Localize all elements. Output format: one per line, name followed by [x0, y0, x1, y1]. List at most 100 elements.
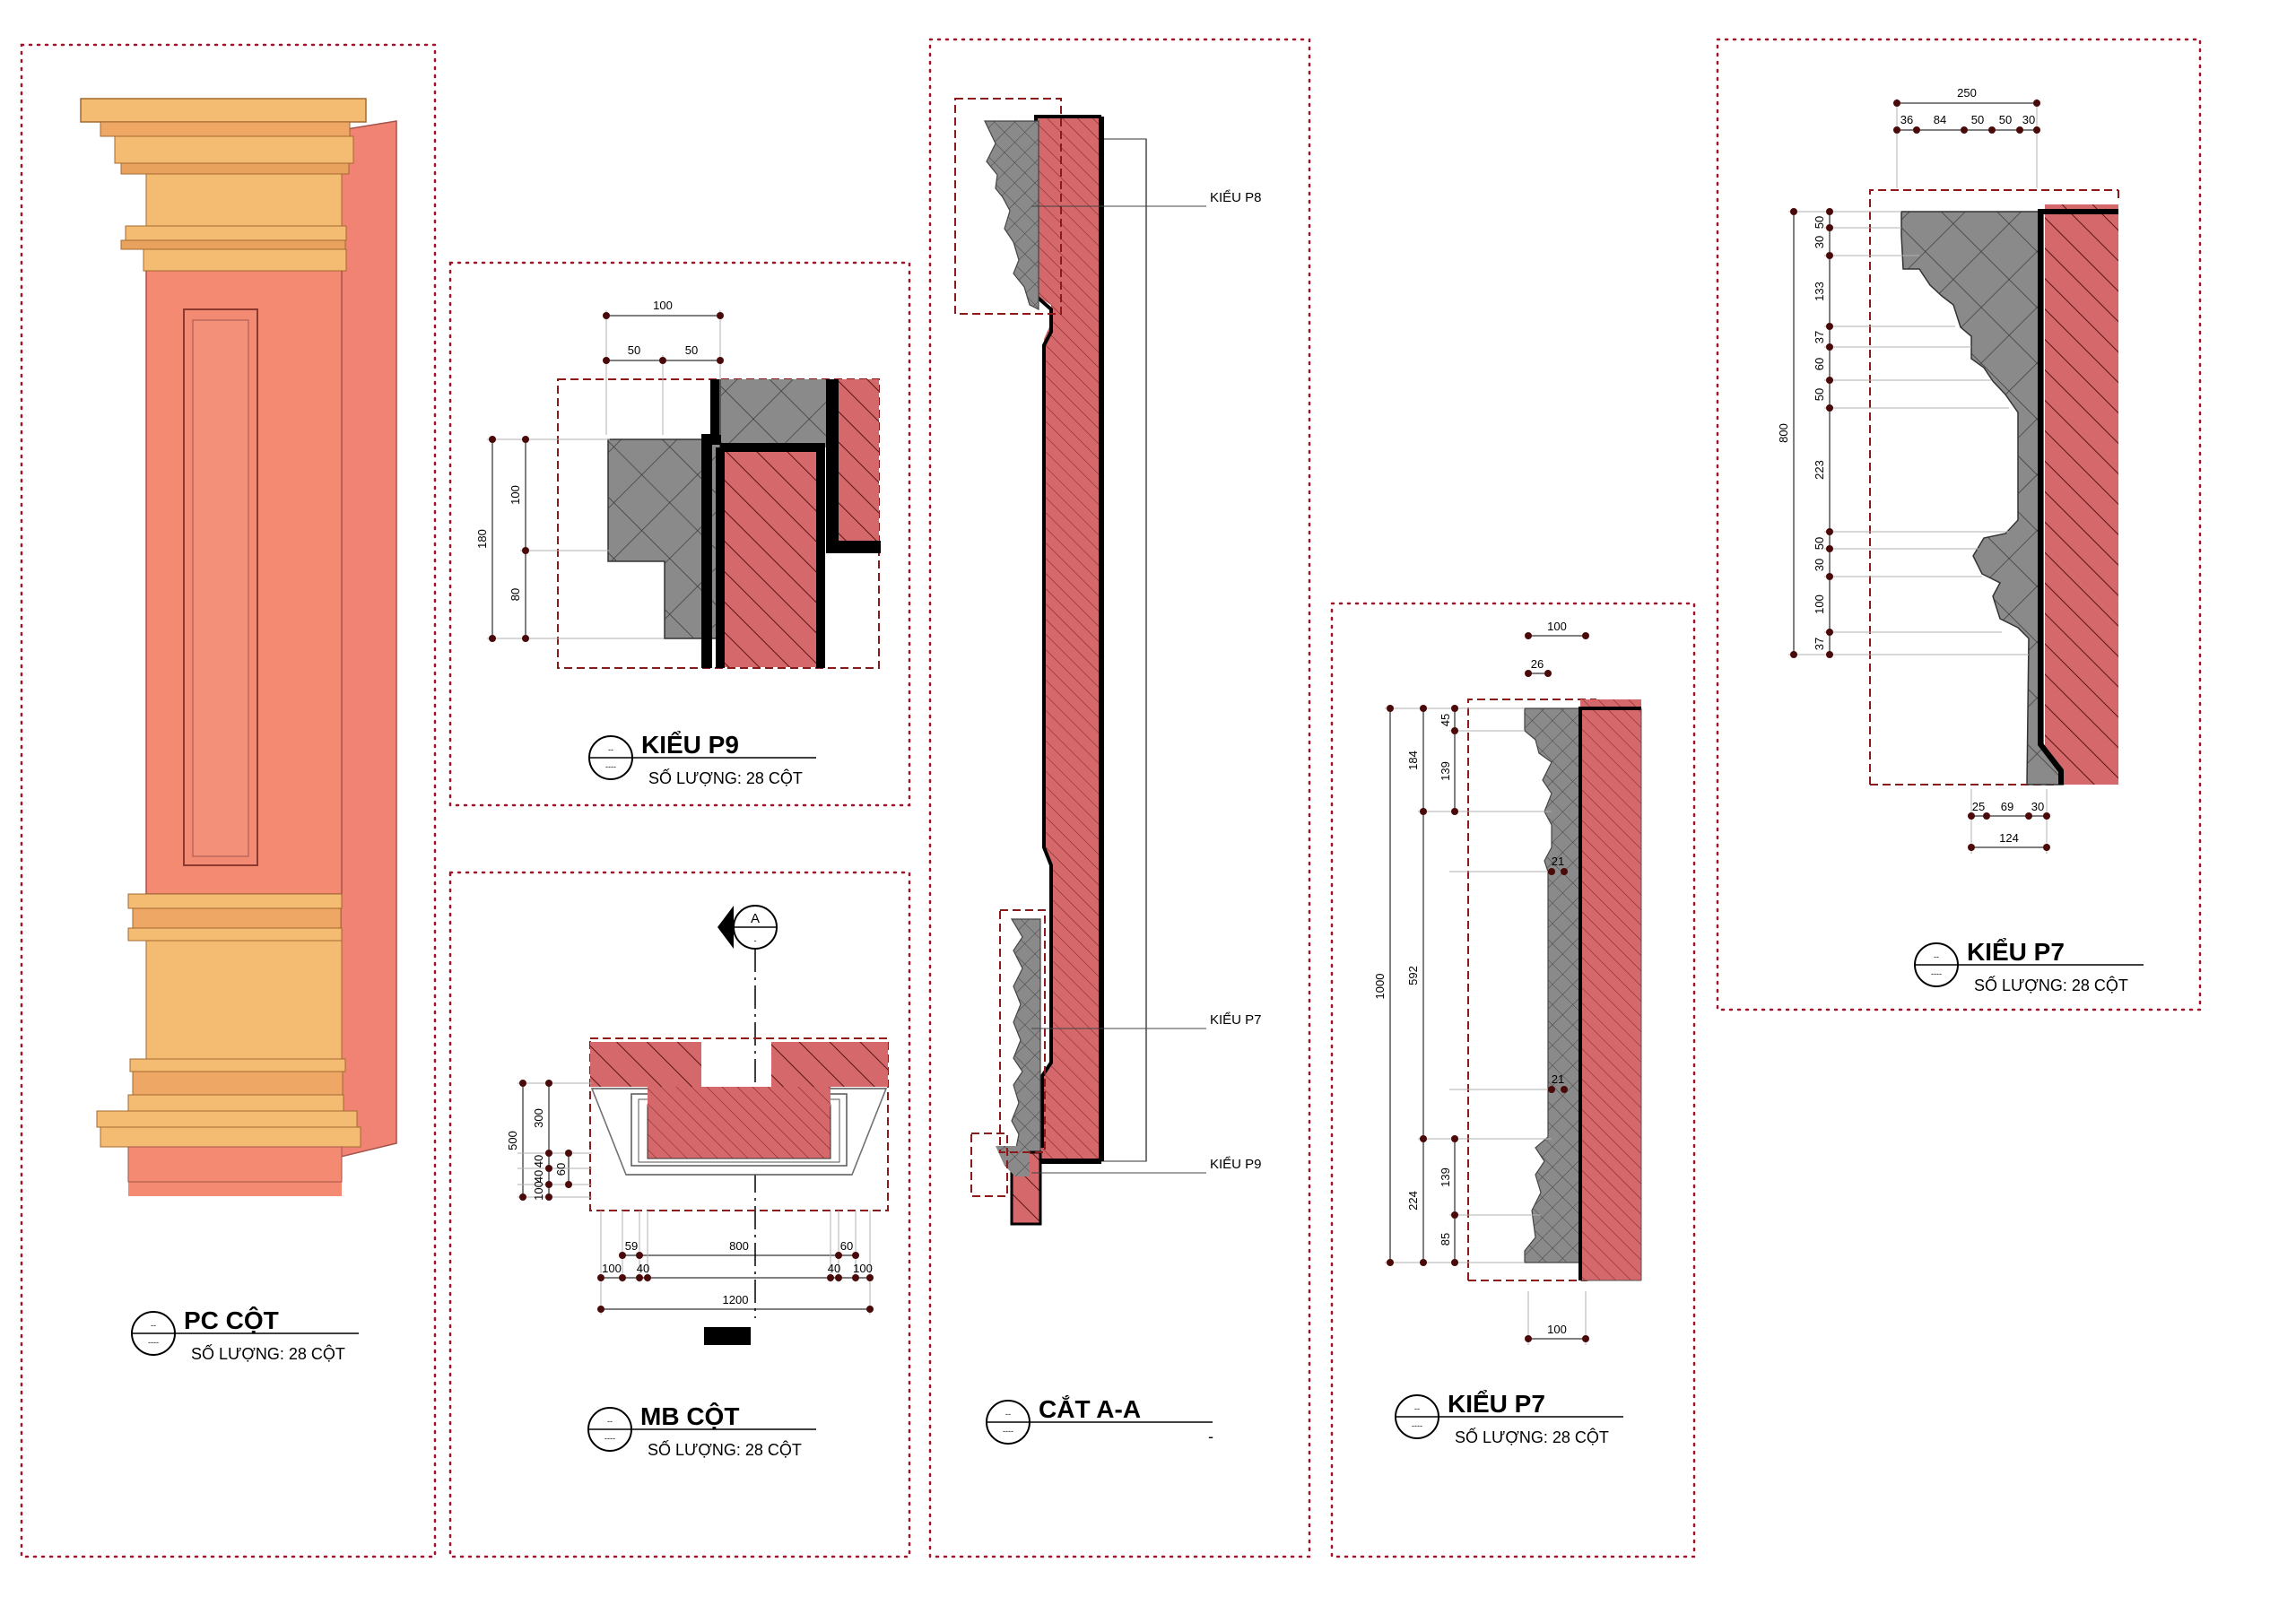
- dim-label: 30: [1813, 236, 1826, 248]
- panel-pc-cot: -- ---- PC CỘT SỐ LƯỢNG: 28 CỘT: [20, 43, 437, 1558]
- view-title: MB CỘT: [640, 1402, 739, 1430]
- dim-label: 139: [1439, 761, 1452, 781]
- dim-label: 100: [532, 1181, 545, 1201]
- dim-label: 60: [1813, 358, 1826, 370]
- dim-label: 45: [1439, 714, 1452, 726]
- panel-mb-cot: A -: [448, 871, 911, 1558]
- p9-dimensions: 100 50 50 180 100 80: [475, 299, 724, 642]
- dim-label: 50: [1999, 113, 2012, 126]
- dim-label: 133: [1813, 282, 1826, 301]
- callout-kieu-p8: KIỂU P8: [1210, 189, 1262, 205]
- view-subtitle: SỐ LƯỢNG: 28 CỘT: [191, 1344, 345, 1363]
- view-subtitle: SỐ LƯỢNG: 28 CỘT: [648, 1440, 802, 1459]
- p7a-dimensions: 100 26 45 184 139 21 1000: [1373, 620, 1589, 1345]
- view-subtitle: SỐ LƯỢNG: 28 CỘT: [1974, 976, 2128, 994]
- p7b-dimensions: 250 36 84 50 50 30: [1777, 86, 2050, 854]
- panel-kieu-p7-a: 100 26 45 184 139 21 1000: [1330, 602, 1696, 1558]
- dim-label: 223: [1813, 460, 1826, 480]
- dim-label: 40: [532, 1155, 545, 1167]
- dim-label: 500: [506, 1131, 519, 1150]
- view-title: KIỂU P7: [1967, 938, 2065, 966]
- dim-label: 84: [1934, 113, 1946, 126]
- dim-label: 50: [1813, 537, 1826, 550]
- dim-label: 40: [637, 1262, 649, 1275]
- callout-kieu-p9: KIỂU P9: [1210, 1156, 1262, 1172]
- dim-label: 100: [1547, 1323, 1567, 1336]
- symbol-bottom: ----: [1412, 1421, 1422, 1430]
- section-marker: A -: [718, 905, 778, 950]
- p9-profile-section: [557, 378, 881, 669]
- dim-label: 180: [475, 529, 489, 549]
- section-sheet: -: [754, 936, 757, 945]
- dim-label: 100: [1547, 620, 1567, 633]
- dim-label: 224: [1406, 1191, 1420, 1211]
- title-block: -- ---- KIỂU P7 SỐ LƯỢNG: 28 CỘT: [1395, 1390, 1623, 1446]
- dim-label: 30: [2022, 113, 2035, 126]
- dim-label: 184: [1406, 751, 1420, 770]
- panel-cat-aa: KIỂU P8 KIỂU P7 KIỂU P9 -- ---- CẮT A-A …: [928, 38, 1311, 1558]
- title-block: -- ---- PC CỘT SỐ LƯỢNG: 28 CỘT: [131, 1306, 359, 1363]
- title-block: -- ---- KIỂU P7 SỐ LƯỢNG: 28 CỘT: [1914, 938, 2144, 994]
- panel-frame: [448, 871, 911, 1558]
- dim-label: 800: [1777, 423, 1790, 443]
- dim-label: 30: [2031, 800, 2044, 813]
- panel-kieu-p9: 100 50 50 180 100 80 -- ---- KIỂU P9 SỐ …: [448, 261, 911, 807]
- dim-label: 1000: [1373, 974, 1387, 1000]
- section-letter: A: [751, 911, 760, 926]
- symbol-top: --: [607, 1417, 613, 1426]
- dim-label: 50: [628, 343, 640, 357]
- dim-label: 26: [1531, 657, 1544, 671]
- dim-label: 21: [1552, 855, 1564, 868]
- dim-label: 100: [853, 1262, 873, 1275]
- symbol-bottom: ----: [1931, 969, 1942, 978]
- section-aa-drawing: KIỂU P8 KIỂU P7 KIỂU P9: [954, 98, 1262, 1226]
- mb-dimensions: 500 300 40 40 100 60 59 800: [506, 1080, 874, 1315]
- panel-frame: [928, 38, 1311, 1558]
- column-3d-illustration: [80, 98, 397, 1196]
- dim-label: 69: [2001, 800, 2013, 813]
- dim-label: 50: [685, 343, 698, 357]
- symbol-top: --: [1414, 1404, 1420, 1413]
- view-subtitle: SỐ LƯỢNG: 28 CỘT: [648, 768, 803, 787]
- panel-frame: [1330, 602, 1696, 1558]
- dim-label: 59: [625, 1239, 638, 1253]
- panel-kieu-p7-b: 250 36 84 50 50 30: [1716, 38, 2202, 1011]
- callout-kieu-p7: KIỂU P7: [1210, 1011, 1262, 1028]
- dim-label: 37: [1813, 331, 1826, 343]
- dim-label: 100: [653, 299, 673, 312]
- symbol-bottom: ----: [148, 1338, 159, 1347]
- dim-label: 250: [1957, 86, 1977, 100]
- panel-frame: [20, 43, 437, 1558]
- view-title: CẮT A-A: [1039, 1395, 1141, 1423]
- section-arrow-head: [704, 1327, 751, 1345]
- dim-label: 85: [1439, 1233, 1452, 1245]
- dim-label: 592: [1406, 966, 1420, 985]
- view-title: KIỂU P7: [1448, 1390, 1545, 1418]
- dim-label: 50: [1813, 388, 1826, 401]
- dim-label: 124: [1999, 831, 2019, 845]
- dim-label: 60: [840, 1239, 853, 1253]
- view-title: KIỂU P9: [641, 731, 739, 759]
- p7a-profile-section: [1467, 699, 1642, 1281]
- dim-label: 800: [729, 1239, 749, 1253]
- dim-label: 300: [532, 1108, 545, 1128]
- dim-label: 100: [602, 1262, 622, 1275]
- title-block: -- ---- KIỂU P9 SỐ LƯỢNG: 28 CỘT: [588, 731, 816, 787]
- p7b-profile-section: [1869, 189, 2119, 785]
- dim-label: 100: [1813, 595, 1826, 614]
- dim-label: 37: [1813, 638, 1826, 650]
- dim-label: 1200: [723, 1293, 749, 1306]
- dim-label: 30: [1813, 559, 1826, 571]
- dim-label: 50: [1813, 216, 1826, 229]
- symbol-top: --: [608, 745, 613, 754]
- dim-label: 21: [1552, 1072, 1564, 1086]
- dim-label: 60: [554, 1163, 568, 1176]
- symbol-bottom: ----: [1003, 1427, 1013, 1436]
- symbol-bottom: ----: [604, 1434, 615, 1443]
- dim-label: 80: [509, 588, 522, 601]
- symbol-bottom: ----: [605, 762, 616, 771]
- panel-frame: [1716, 38, 2202, 1011]
- dim-label: 40: [828, 1262, 840, 1275]
- dim-label: 25: [1972, 800, 1985, 813]
